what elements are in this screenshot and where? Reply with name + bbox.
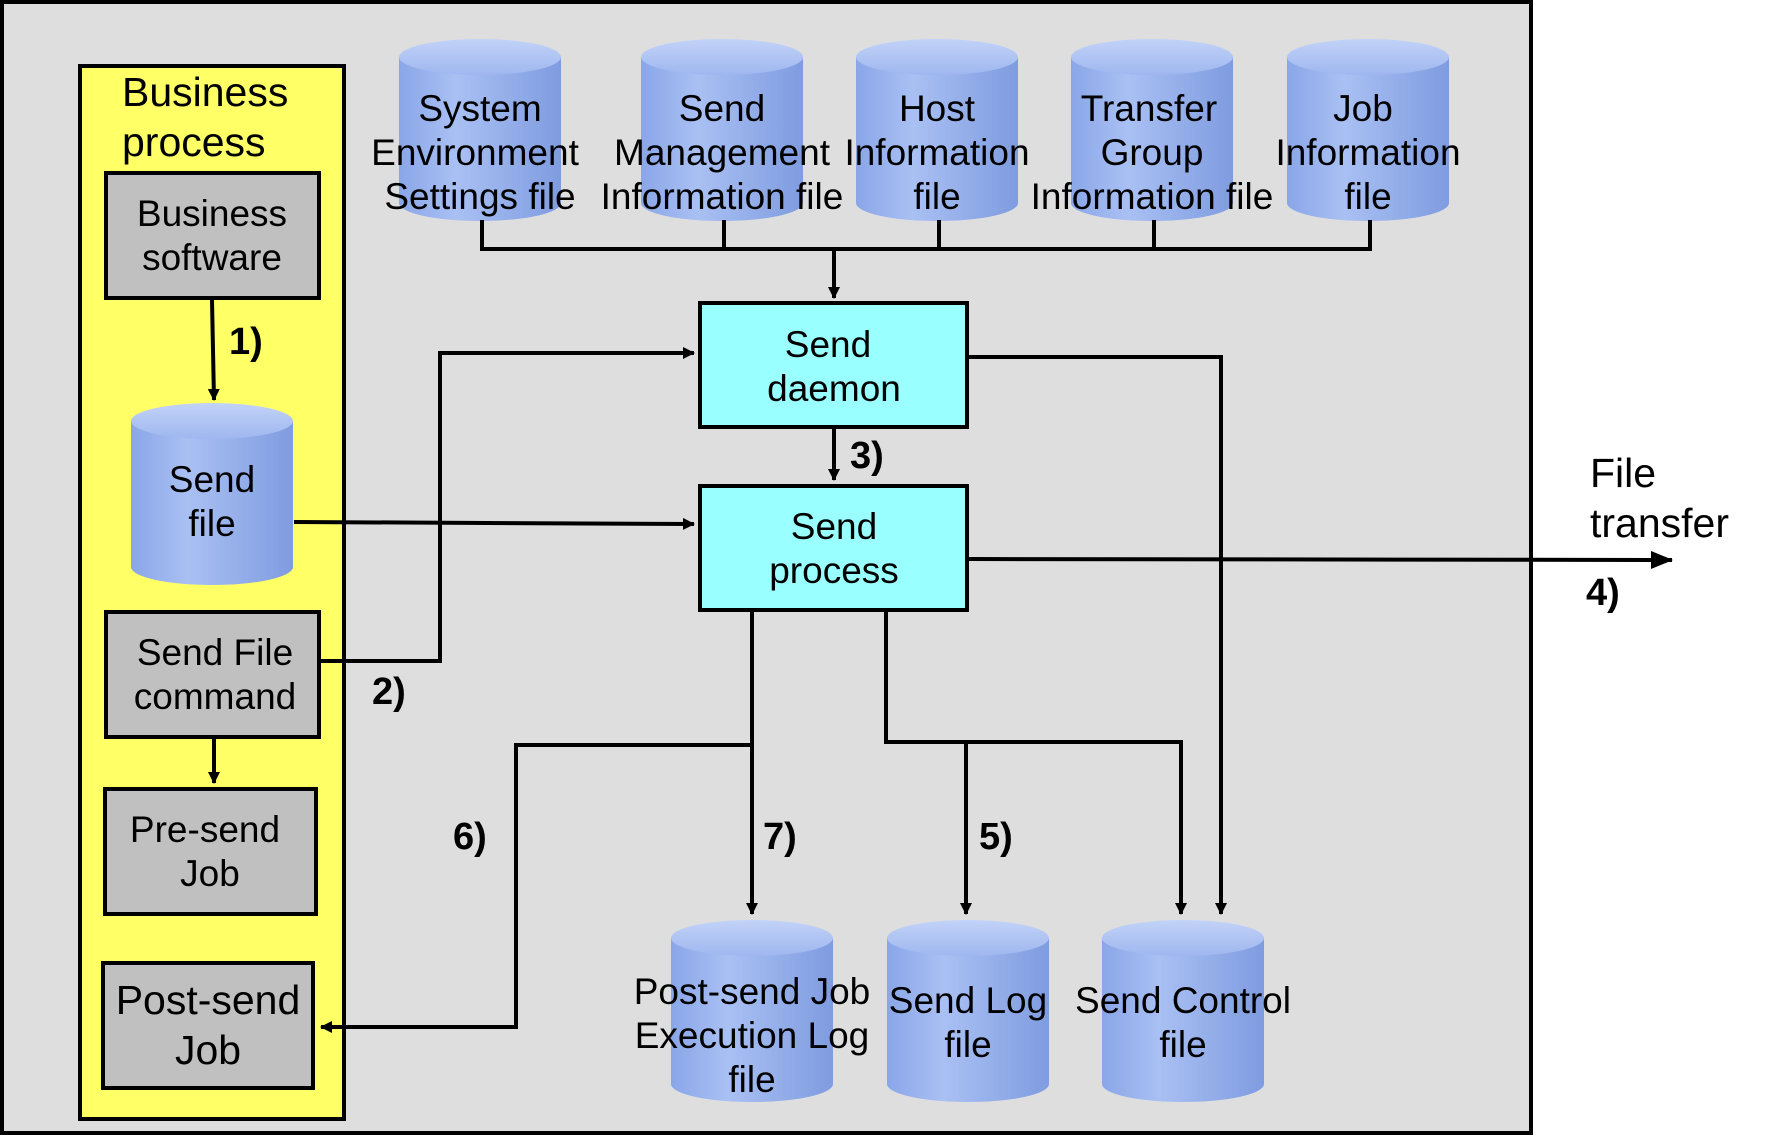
transfer-group-label-1: Transfer [1081, 88, 1217, 129]
job-info-label-1: Job [1333, 88, 1393, 129]
arrow-process-branch [884, 612, 1187, 915]
send-log-file-cylinder [887, 920, 1049, 1102]
arrow-daemon-to-control [969, 355, 1227, 915]
pre-send-job-label-2: Job [180, 853, 240, 894]
step-5-label: 5) [979, 816, 1013, 858]
pre-send-job-label: Pre-send [130, 809, 280, 850]
step-2-label: 2) [372, 671, 406, 713]
send-file-command-label-2: command [134, 676, 296, 717]
host-info-label-1: Host [899, 88, 976, 129]
file-transfer-label-2: transfer [1590, 500, 1729, 546]
send-process-label: Send [791, 506, 877, 547]
send-file-command-label: Send File [137, 632, 293, 673]
host-info-label-2: Information [844, 132, 1029, 173]
post-send-log-label-2: Execution Log [635, 1015, 870, 1056]
send-control-file-cylinder [1102, 920, 1264, 1102]
send-process-label-2: process [769, 550, 899, 591]
send-log-label-2: file [944, 1024, 991, 1065]
step-3-label: 3) [850, 435, 884, 477]
send-file-label: Send [169, 459, 255, 500]
send-control-label-2: file [1159, 1024, 1206, 1065]
step-4-label: 4) [1586, 572, 1620, 614]
post-send-job-box [101, 961, 315, 1090]
step-6-label: 6) [453, 816, 487, 858]
send-process-box [698, 484, 969, 612]
arrow-step-4 [968, 550, 1673, 569]
send-control-label-1: Send Control [1075, 980, 1291, 1021]
pre-send-job-box [103, 787, 318, 916]
system-env-label-3: Settings file [384, 176, 575, 217]
top-files-connector [480, 220, 1372, 299]
business-process-title-2: process [122, 119, 266, 165]
send-mgmt-label-2: Management [614, 132, 831, 173]
post-send-job-execution-log-file-cylinder [671, 920, 833, 1102]
job-info-label-2: Information [1275, 132, 1460, 173]
host-info-label-3: file [913, 176, 960, 217]
send-daemon-label-2: daemon [767, 368, 901, 409]
post-send-job-label: Post-send [116, 977, 301, 1023]
transfer-group-label-2: Group [1101, 132, 1204, 173]
system-env-label-1: System [418, 88, 541, 129]
send-file-command-box [104, 610, 321, 739]
post-send-log-label-3: file [728, 1059, 775, 1100]
send-file-cylinder [131, 403, 293, 585]
business-software-label-2: software [142, 237, 282, 278]
send-mgmt-label-3: Information file [601, 176, 844, 217]
post-send-job-label-2: Job [175, 1027, 241, 1073]
send-daemon-box [698, 301, 969, 429]
host-information-file-cylinder [856, 39, 1018, 221]
business-software-label: Business [137, 193, 287, 234]
arrow-step-1 [207, 299, 220, 401]
business-process-title: Business [122, 69, 288, 115]
transfer-group-label-3: Information file [1031, 176, 1274, 217]
job-info-label-3: file [1344, 176, 1391, 217]
send-daemon-label: Send [785, 324, 871, 365]
send-management-information-file-cylinder [641, 39, 803, 221]
send-file-label-2: file [188, 503, 235, 544]
post-send-log-label-1: Post-send Job [634, 971, 871, 1012]
system-environment-settings-file-cylinder [399, 39, 561, 221]
arrow-step-2 [321, 347, 695, 663]
arrow-step-6 [320, 743, 752, 1033]
business-software-box [104, 171, 321, 300]
send-log-label-1: Send Log [889, 980, 1047, 1021]
send-mgmt-label-1: Send [679, 88, 765, 129]
job-information-file-cylinder [1287, 39, 1449, 221]
system-env-label-2: Environment [371, 132, 579, 173]
step-1-label: 1) [229, 321, 263, 363]
step-7-label: 7) [763, 816, 797, 858]
file-transfer-label: File [1590, 450, 1656, 496]
transfer-group-information-file-cylinder [1071, 39, 1233, 221]
arrow-send-file-to-process [293, 517, 695, 530]
